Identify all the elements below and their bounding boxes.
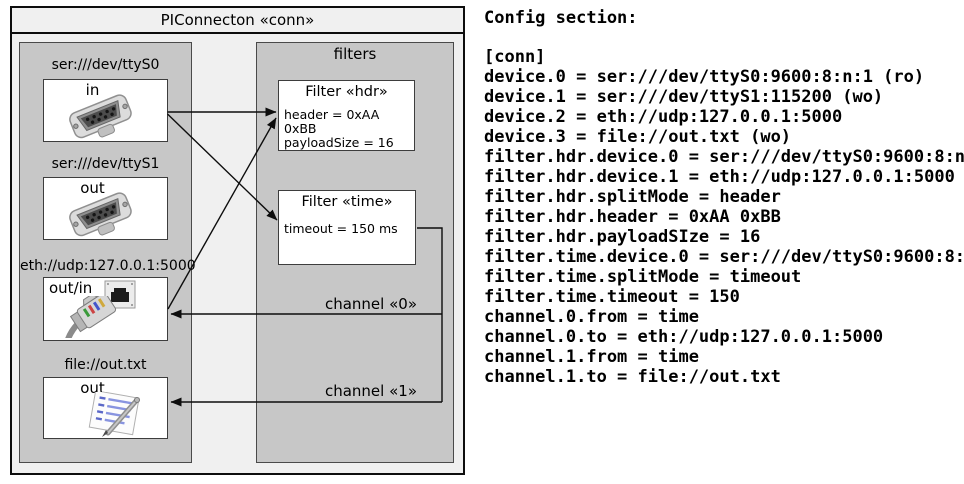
filter-property: timeout = 150 ms bbox=[284, 221, 398, 236]
device-direction-label: out bbox=[80, 179, 105, 197]
config-line: device.0 = ser:///dev/ttyS0:9600:8:n:1 (… bbox=[484, 67, 925, 87]
config-line: filter.hdr.payloadSIze = 16 bbox=[484, 227, 761, 247]
device-box-eth: out/in bbox=[43, 277, 168, 341]
config-line: channel.1.from = time bbox=[484, 347, 699, 367]
diagram-title: PIConnecton «conn» bbox=[12, 8, 463, 34]
config-line: filter.hdr.device.0 = ser:///dev/ttyS0:9… bbox=[484, 147, 964, 167]
config-line: channel.0.to = eth://udp:127.0.0.1:5000 bbox=[484, 327, 884, 347]
device-uri-label: file://out.txt bbox=[64, 357, 147, 373]
devices-panel: ser:///dev/ttyS0 in ser:///dev/ttyS1 bbox=[19, 42, 196, 463]
serial-port-icon bbox=[69, 94, 132, 139]
config-lines: [conn] device.0 = ser:///dev/ttyS0:9600:… bbox=[484, 47, 964, 387]
filter-box-hdr: Filter «hdr» header = 0xAA 0xBB payloadS… bbox=[278, 80, 415, 151]
device-uri-label: eth://udp:127.0.0.1:5000 bbox=[20, 258, 196, 274]
device-box-file: out bbox=[43, 377, 168, 439]
config-line: [conn] bbox=[484, 47, 546, 67]
config-line: filter.hdr.device.1 = eth://udp:127.0.0.… bbox=[484, 167, 955, 187]
device-direction-label: out/in bbox=[49, 279, 93, 297]
config-line: filter.hdr.header = 0xAA 0xBB bbox=[484, 207, 781, 227]
config-line: filter.hdr.splitMode = header bbox=[484, 187, 781, 207]
serial-port-icon bbox=[69, 192, 132, 237]
config-section: Config section: [conn] device.0 = ser://… bbox=[484, 8, 964, 387]
device-uri-label: ser:///dev/ttyS1 bbox=[51, 156, 160, 172]
config-heading: Config section: bbox=[484, 8, 638, 28]
filter-property: payloadSize = 16 bbox=[284, 135, 394, 150]
config-line: channel.0.from = time bbox=[484, 307, 699, 327]
notepad-icon bbox=[88, 392, 140, 437]
device-box-ttyS0: in bbox=[43, 79, 168, 142]
config-line: filter.time.splitMode = timeout bbox=[484, 267, 802, 287]
config-line: device.2 = eth://udp:127.0.0.1:5000 bbox=[484, 107, 843, 127]
config-line: filter.time.device.0 = ser:///dev/ttyS0:… bbox=[484, 247, 964, 267]
config-line: channel.1.to = file://out.txt bbox=[484, 367, 781, 387]
channel-0-label: channel «0» bbox=[324, 295, 417, 313]
config-line: device.3 = file://out.txt (wo) bbox=[484, 127, 792, 147]
piconnecton-diagram: PIConnecton «conn» ser:///dev/ttyS0 in bbox=[10, 6, 465, 475]
filter-property: header = 0xAA 0xBB bbox=[284, 107, 380, 136]
filter-title: Filter «time» bbox=[301, 194, 393, 210]
ethernet-plug-icon bbox=[62, 296, 117, 338]
filter-box-time: Filter «time» timeout = 150 ms bbox=[278, 190, 416, 265]
device-uri-label: ser:///dev/ttyS0 bbox=[51, 57, 160, 73]
device-direction-label: in bbox=[85, 81, 100, 99]
config-line: device.1 = ser:///dev/ttyS1:115200 (wo) bbox=[484, 87, 884, 107]
filters-panel-title: filters bbox=[333, 45, 377, 63]
config-line: filter.time.timeout = 150 bbox=[484, 287, 740, 307]
device-box-ttyS1: out bbox=[43, 177, 168, 240]
filter-title: Filter «hdr» bbox=[305, 84, 388, 100]
channel-1-label: channel «1» bbox=[324, 382, 417, 400]
